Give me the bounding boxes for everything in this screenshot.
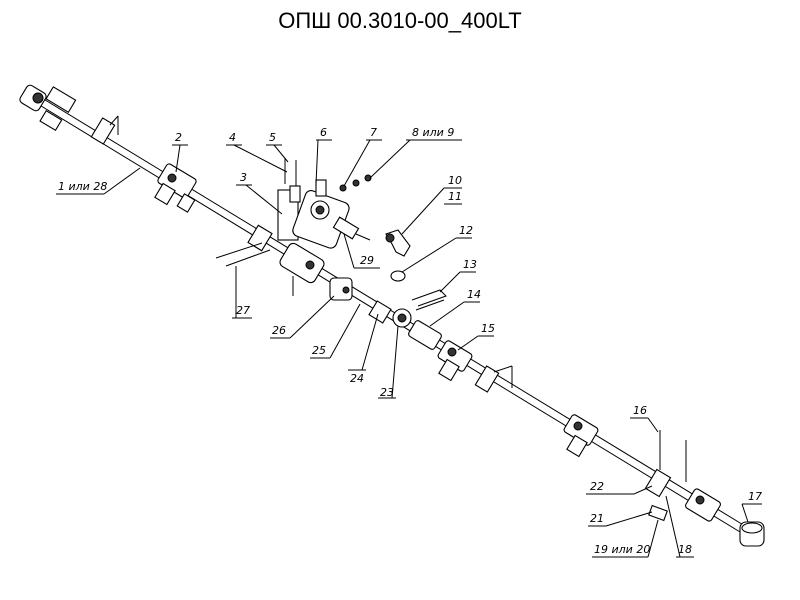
callout-17: 17 [748,490,762,503]
coupling-23-24 [368,300,442,350]
callout-21: 21 [590,512,604,525]
spring-clip-13 [411,289,447,311]
callout-6: 6 [320,126,327,139]
leader-lines [56,139,762,558]
elbow-fitting-10-11 [385,229,411,257]
nozzle-holder-2 [154,163,197,213]
callout-5: 5 [269,131,276,144]
callout-24: 24 [350,372,364,385]
callout-10: 10 [448,174,462,187]
mount-bracket-left [90,115,119,145]
filter-cap-26 [329,277,353,301]
callout-26: 26 [272,324,286,337]
callout-15: 15 [481,322,495,335]
nuts-8-9 [339,174,372,192]
callout-8-or-9: 8 или 9 [412,126,454,139]
left-end-cap [19,84,77,132]
callout-23: 23 [380,386,394,399]
callout-12: 12 [459,224,473,237]
fitting-29 [332,216,371,241]
callout-13: 13 [463,258,477,271]
callout-29: 29 [360,254,374,267]
o-ring-12 [390,270,406,282]
drawing-title: ОПШ 00.3010-00_400LT [278,8,522,33]
callout-4: 4 [229,131,236,144]
nozzle-holder-right [563,414,599,458]
callout-labels: 2 4 5 6 7 8 или 9 1 или 28 3 10 11 12 13… [58,126,762,556]
callout-27: 27 [236,304,250,317]
callout-7: 7 [370,126,377,139]
callout-19-or-20: 19 или 20 [594,543,650,556]
callout-18: 18 [678,543,692,556]
callout-1-or-28: 1 или 28 [58,180,107,193]
callout-25: 25 [312,344,326,357]
central-valve-assembly [277,158,350,296]
mount-bracket-right [474,365,513,393]
callout-3: 3 [240,171,247,184]
callout-2: 2 [175,131,182,144]
callout-11: 11 [448,190,462,203]
clamp-27 [215,224,273,267]
right-end-assembly [685,488,765,547]
callout-16: 16 [633,404,647,417]
clamp-22 [644,430,687,522]
nozzle-holder-15 [437,340,473,382]
callout-14: 14 [467,288,481,301]
callout-22: 22 [590,480,604,493]
